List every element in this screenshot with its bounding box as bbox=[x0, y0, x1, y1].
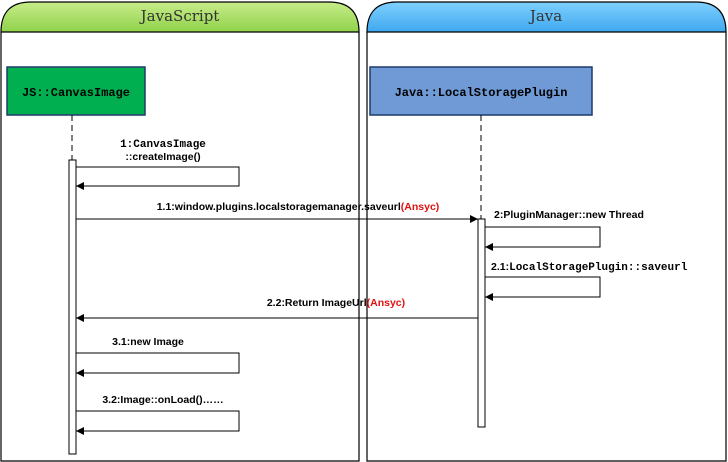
lane-javascript: JavaScript bbox=[0, 1, 360, 462]
actor-java-label: Java::LocalStoragePlugin bbox=[395, 86, 568, 100]
lane-javascript-title: JavaScript bbox=[139, 7, 220, 25]
message-1-label-line2: ::createImage() bbox=[125, 151, 200, 163]
lane-javascript-border bbox=[0, 32, 360, 462]
message-1-arrow bbox=[76, 166, 240, 190]
message-2-2-text: 2.2:Return ImageUrl bbox=[267, 297, 367, 309]
actor-java-localstorageplugin: Java::LocalStoragePlugin bbox=[369, 66, 593, 116]
message-1-createimage: 1:CanvasImage ::createImage() bbox=[76, 139, 240, 190]
lane-java-border bbox=[366, 32, 727, 462]
lane-java: Java bbox=[366, 1, 727, 462]
message-3-1-label: 3.1:new Image bbox=[112, 336, 184, 348]
message-3-2-label: 3.2:Image::onLoad()…… bbox=[102, 394, 223, 406]
message-2-1-saveurl: 2.1:LocalStoragePlugin::saveurl bbox=[485, 261, 688, 301]
actor-js-label: JS::CanvasImage bbox=[22, 86, 130, 100]
actor-js-box bbox=[6, 66, 146, 116]
message-2-2-return-imageurl: 2.2:Return ImageUrl(Ansyc) bbox=[76, 297, 478, 322]
lane-java-header bbox=[366, 1, 727, 33]
activation-java bbox=[477, 218, 486, 428]
message-1-1-accent: (Ansyc) bbox=[401, 201, 440, 213]
message-2-2-accent: (Ansyc) bbox=[367, 297, 406, 309]
activation-js bbox=[68, 159, 77, 455]
actor-java-box bbox=[369, 66, 593, 116]
message-2-1-arrow bbox=[485, 276, 601, 301]
lane-java-title: Java bbox=[528, 7, 562, 25]
message-2-arrow bbox=[485, 226, 601, 251]
message-2-2-label: 2.2:Return ImageUrl(Ansyc) bbox=[267, 297, 405, 309]
message-1-1-saveurl: 1.1:window.plugins.localstoragemanager.s… bbox=[76, 201, 478, 223]
message-1-label-line1: 1:CanvasImage bbox=[120, 139, 206, 151]
message-3-2-arrow bbox=[76, 410, 240, 435]
actor-js-canvasimage: JS::CanvasImage bbox=[6, 66, 146, 116]
message-2-1-label: 2.1:LocalStoragePlugin::saveurl bbox=[491, 261, 688, 274]
message-3-1-new-image: 3.1:new Image bbox=[76, 336, 240, 377]
message-2-1-prefix: 2.1: bbox=[491, 261, 509, 273]
message-1-1-text: 1.1:window.plugins.localstoragemanager.s… bbox=[157, 201, 401, 213]
message-2-1-mono: LocalStoragePlugin::saveurl bbox=[509, 262, 688, 274]
message-3-2-onload: 3.2:Image::onLoad()…… bbox=[76, 394, 240, 435]
message-3-1-arrow bbox=[76, 352, 240, 377]
message-2-label: 2:PluginManager::new Thread bbox=[494, 209, 644, 221]
message-2-new-thread: 2:PluginManager::new Thread bbox=[485, 209, 644, 251]
lane-javascript-header bbox=[0, 1, 360, 33]
message-1-1-label: 1.1:window.plugins.localstoragemanager.s… bbox=[157, 201, 440, 213]
